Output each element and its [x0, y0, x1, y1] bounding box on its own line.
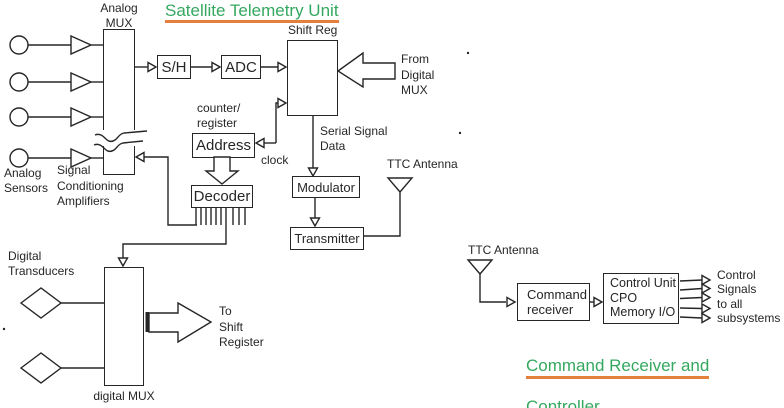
- sample-hold-label: S/H: [161, 58, 187, 76]
- transmitter-box: Transmitter: [290, 227, 364, 250]
- analog-sensor-icon-3: [9, 106, 103, 128]
- arrowhead-icon: [309, 217, 321, 228]
- to-shift-register-label: To Shift Register: [219, 304, 264, 349]
- analog-mux-box: [103, 29, 135, 175]
- sample-hold-box: S/H: [157, 55, 191, 79]
- transmitter-label: Transmitter: [294, 231, 360, 246]
- arrowhead-icon: [307, 167, 319, 178]
- digital-mux-label: digital MUX: [93, 389, 155, 403]
- address-label: Address: [195, 137, 252, 154]
- arrowhead-icon: [701, 302, 712, 315]
- decoder-label: Decoder: [193, 188, 251, 205]
- control-signal-lines: [679, 274, 712, 324]
- digital-transducers-label: Digital Transducers: [8, 249, 75, 278]
- arrowhead-icon: [147, 61, 158, 73]
- section-title-command: Command Receiver and Controller: [526, 342, 710, 408]
- control-unit-label: Control Unit CPO Memory I/O: [610, 276, 676, 319]
- arrowhead-icon: [701, 274, 712, 286]
- address-to-decoder-arrow: [204, 156, 240, 185]
- amplifier-icon-2: [70, 71, 93, 93]
- analog-sensor-icon-2: [9, 71, 103, 93]
- section-title-line-1: Command Receiver and: [526, 357, 710, 379]
- signal-conditioning-label: Signal Conditioning Amplifiers: [57, 163, 124, 208]
- control-signals-label: Control Signals to all subsystems: [717, 268, 781, 325]
- arrowhead-icon: [506, 296, 517, 308]
- arrowhead-icon: [277, 61, 288, 73]
- arrowhead-icon: [254, 137, 265, 149]
- clock-label: clock: [261, 153, 289, 167]
- page-title: Satellite Telemetry Unit: [165, 2, 339, 23]
- analog-mux-label: Analog MUX: [100, 1, 138, 30]
- from-digital-mux-arrow: [336, 51, 396, 89]
- page-title-text: Satellite Telemetry Unit: [165, 2, 339, 23]
- ttc-antenna-label-1: TTC Antenna: [387, 157, 458, 171]
- command-receiver-box: Command receiver: [517, 283, 590, 321]
- serial-signal-data-label: Serial Signal Data: [320, 124, 388, 153]
- section-title-line-2: Controller: [526, 398, 709, 408]
- arrowhead-icon: [701, 312, 712, 324]
- antenna-icon-1: [386, 177, 414, 194]
- adc-box: ADC: [221, 55, 261, 79]
- to-shift-register-arrow: [145, 301, 213, 344]
- digital-transducer-icon-1: [19, 287, 104, 319]
- control-unit-box: Control Unit CPO Memory I/O: [603, 273, 679, 324]
- arrowhead-icon: [277, 97, 288, 109]
- decoder-box: Decoder: [191, 185, 253, 208]
- shift-register-box: [287, 40, 338, 116]
- analog-sensors-label: Analog Sensors: [4, 166, 49, 195]
- arrowhead-icon: [117, 257, 129, 268]
- modulator-box: Modulator: [292, 176, 360, 198]
- arrowhead-icon: [701, 282, 712, 295]
- arrowhead-icon: [701, 291, 712, 304]
- shift-reg-label: Shift Reg: [288, 23, 338, 37]
- command-receiver-label: Command receiver: [527, 287, 587, 317]
- address-box: Address: [192, 133, 255, 158]
- decoder-feedback-path: [134, 151, 197, 226]
- counter-register-label: counter/ register: [197, 101, 241, 130]
- digital-transducer-icon-2: [19, 352, 104, 384]
- analog-sensor-icon-1: [9, 34, 103, 56]
- arrowhead-icon: [134, 151, 145, 163]
- clock-path: [254, 97, 288, 149]
- modulator-label: Modulator: [297, 179, 355, 195]
- amplifier-icon-1: [70, 34, 93, 56]
- from-digital-mux-label: From Digital MUX: [401, 52, 435, 97]
- ttc-antenna-label-2: TTC Antenna: [468, 243, 539, 257]
- digital-mux-box: [104, 267, 144, 386]
- adc-label: ADC: [225, 58, 257, 76]
- antenna-icon-2: [466, 259, 494, 276]
- decoder-output-lines: [117, 208, 246, 268]
- arrowhead-icon: [211, 61, 222, 73]
- amplifier-icon-3: [70, 106, 93, 128]
- arrowhead-icon: [593, 296, 604, 308]
